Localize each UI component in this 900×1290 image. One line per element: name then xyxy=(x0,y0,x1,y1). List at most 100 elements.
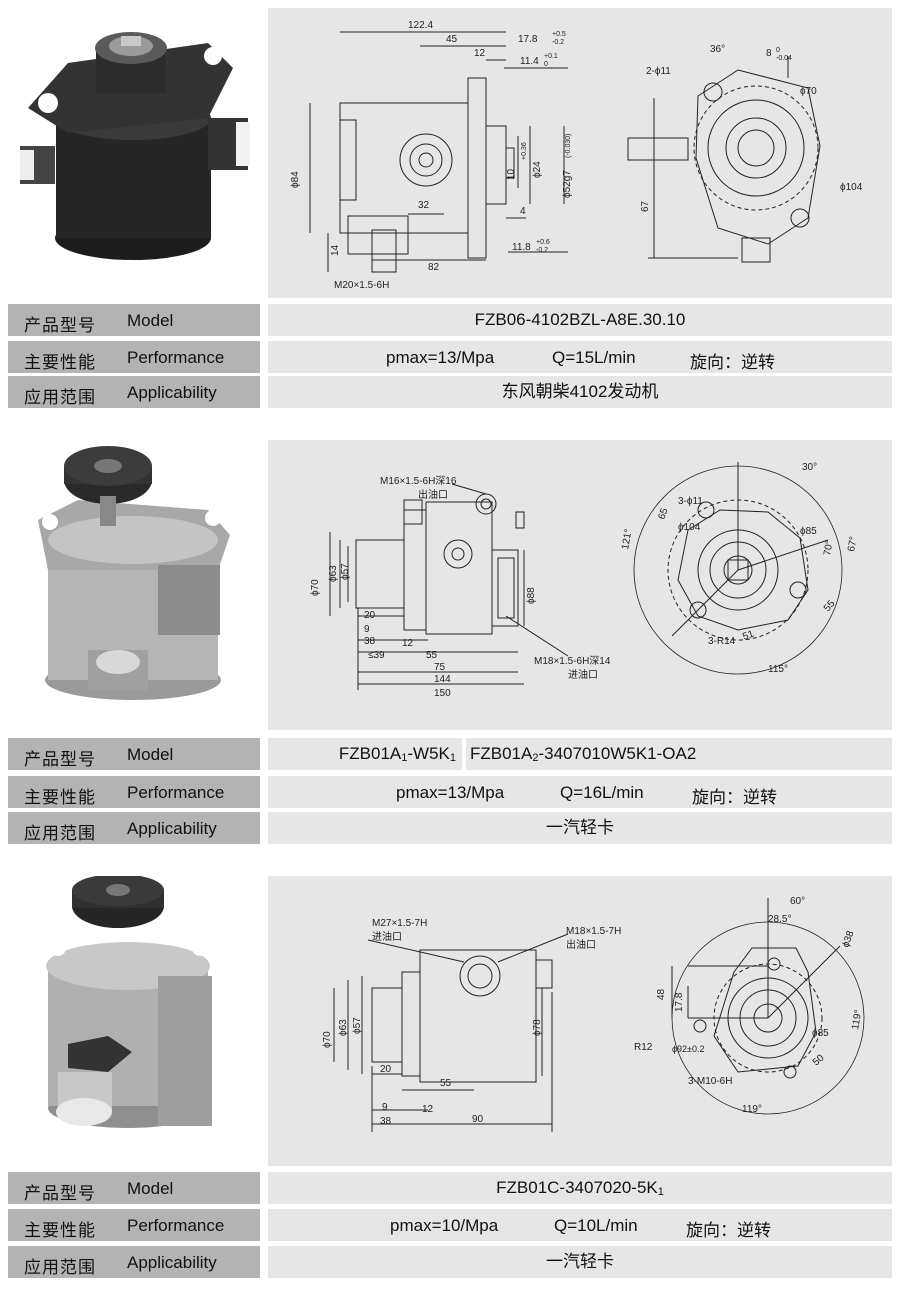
label-en: Applicability xyxy=(127,1253,217,1272)
dim-label: 119° xyxy=(850,1009,864,1031)
dim-label: 50 xyxy=(811,1052,827,1068)
dim-tolerance: -0.2 xyxy=(536,247,548,254)
rotation-value: 旋向：逆转 xyxy=(690,353,775,372)
dim-label: 11.8 xyxy=(512,242,531,253)
dim-label: ϕ70 xyxy=(800,86,817,97)
applicability-value: 一汽轻卡 xyxy=(268,1246,892,1278)
spec-label: 产品型号 Model xyxy=(8,1172,260,1204)
dim-label: ϕ104 xyxy=(678,522,701,533)
applicability-value: 东风朝柴4102发动机 xyxy=(268,376,892,408)
dim-tolerance: (-0.030) xyxy=(565,133,572,158)
dim-label: 8 xyxy=(766,48,772,59)
divider xyxy=(462,738,466,770)
dim-label: 67° xyxy=(846,536,859,553)
dim-label: ≤39 xyxy=(368,650,385,661)
dim-label: ϕ70 xyxy=(310,579,321,596)
dim-label: 75 xyxy=(434,662,446,673)
label-en: Performance xyxy=(127,348,225,367)
dim-label: M20×1.5-6H xyxy=(334,280,389,291)
dim-label: ϕ92±0.2 xyxy=(672,1044,705,1054)
dim-label: 70° xyxy=(822,540,835,557)
dim-label: 17.8 xyxy=(674,992,685,1012)
dim-tolerance: 0 xyxy=(544,61,548,68)
model-value: FZB01C-3407020-5K1 xyxy=(268,1172,892,1204)
dim-label: 51 xyxy=(741,629,756,643)
technical-drawing-2: M16×1.5-6H深16 出油口 ϕ70 ϕ63 ϕ57 ϕ88 20 9 3… xyxy=(268,440,892,730)
dim-label: 32 xyxy=(418,200,430,211)
spec-label: 应用范围 Applicability xyxy=(8,1246,260,1278)
dim-label: 121° xyxy=(620,528,634,550)
dim-label: 进油口 xyxy=(568,668,598,681)
rotation-value: 旋向：逆转 xyxy=(686,1221,771,1240)
dim-label: ϕ84 xyxy=(290,171,301,188)
technical-drawing-3: M27×1.5-7H 进油口 M18×1.5-7H 出油口 ϕ70 ϕ63 ϕ5… xyxy=(268,876,892,1166)
applicability-value: 一汽轻卡 xyxy=(268,812,892,844)
label-zh: 应用范围 xyxy=(24,1258,96,1277)
dim-label: ϕ63 xyxy=(328,565,339,582)
dim-label: 119° xyxy=(742,1104,762,1115)
pump-photo-1 xyxy=(8,8,260,298)
dim-label: 3-ϕ11 xyxy=(678,496,703,507)
flow-value: Q=10L/min xyxy=(554,1216,638,1235)
dim-label: 45 xyxy=(446,34,458,45)
dim-tolerance: -0.2 xyxy=(552,39,564,46)
spec-row-applicability: 应用范围 Applicability 东风朝柴4102发动机 xyxy=(8,376,892,408)
pump-photo-3 xyxy=(8,874,260,1166)
dim-tolerance: +0.1 xyxy=(544,53,558,60)
performance-value: pmax=10/Mpa Q=10L/min 旋向：逆转 xyxy=(268,1209,892,1241)
label-zh: 主要性能 xyxy=(24,788,96,807)
dim-label: ϕ85 xyxy=(812,1028,829,1039)
dim-label: 55 xyxy=(440,1078,452,1089)
spec-row-performance: 主要性能 Performance pmax=13/Mpa Q=16L/min 旋… xyxy=(8,776,892,808)
dim-label: 11.4 xyxy=(520,56,539,67)
label-zh: 主要性能 xyxy=(24,1221,96,1240)
dim-label: 12 xyxy=(402,638,414,649)
product-block-2: M16×1.5-6H深16 出油口 ϕ70 ϕ63 ϕ57 ϕ88 20 9 3… xyxy=(0,440,900,844)
dim-label: 30° xyxy=(802,462,817,473)
dim-label: 38 xyxy=(364,636,376,647)
spec-label: 应用范围 Applicability xyxy=(8,812,260,844)
spec-row-performance: 主要性能 Performance pmax=10/Mpa Q=10L/min 旋… xyxy=(8,1209,892,1241)
pmax-value: pmax=13/Mpa xyxy=(386,348,495,367)
label-zh: 产品型号 xyxy=(24,750,96,769)
dim-label: 28.5° xyxy=(768,914,791,925)
dim-label: ϕ88 xyxy=(526,587,537,604)
label-zh: 产品型号 xyxy=(24,316,96,335)
dim-label: 36° xyxy=(710,44,725,55)
label-zh: 产品型号 xyxy=(24,1184,96,1203)
dim-label: 3-R14 xyxy=(708,636,736,647)
label-en: Model xyxy=(127,311,174,330)
pmax-value: pmax=10/Mpa xyxy=(390,1216,499,1235)
dim-tolerance: +0.5 xyxy=(552,31,566,38)
dim-tolerance: +0.6 xyxy=(536,239,550,246)
dim-label: ϕ104 xyxy=(840,182,863,193)
model-value-a: FZB01A1-W5K1 xyxy=(268,738,462,770)
technical-drawing-1: 122.4 45 12 17.8 +0.5 -0.2 11.4 +0.1 0 ϕ… xyxy=(268,8,892,298)
label-en: Performance xyxy=(127,1216,225,1235)
dim-label: ϕ78 xyxy=(532,1019,543,1036)
performance-value: pmax=13/Mpa Q=16L/min 旋向：逆转 xyxy=(268,776,892,808)
dim-label: M27×1.5-7H xyxy=(372,918,427,929)
spec-row-model: 产品型号 Model FZB01C-3407020-5K1 xyxy=(8,1172,892,1204)
dim-label: ϕ85 xyxy=(800,526,817,537)
spec-label: 应用范围 Applicability xyxy=(8,376,260,408)
label-en: Applicability xyxy=(127,819,217,838)
spec-label: 产品型号 Model xyxy=(8,738,260,770)
dim-label: M16×1.5-6H深16 xyxy=(380,475,457,487)
dim-label: 38 xyxy=(380,1116,392,1127)
label-en: Applicability xyxy=(127,383,217,402)
dim-label: R12 xyxy=(634,1042,653,1053)
spec-row-model: 产品型号 Model FZB01A1-W5K1 FZB01A2-3407010W… xyxy=(8,738,892,770)
label-zh: 应用范围 xyxy=(24,824,96,843)
pmax-value: pmax=13/Mpa xyxy=(396,783,505,802)
label-en: Model xyxy=(127,745,174,764)
spec-label: 产品型号 Model xyxy=(8,304,260,336)
dim-label: 2-ϕ11 xyxy=(646,66,671,77)
dim-label: 55 xyxy=(822,598,838,614)
dim-label: 90 xyxy=(472,1114,484,1125)
dim-label: 9 xyxy=(382,1102,388,1113)
dim-label: ϕ38 xyxy=(840,929,856,949)
dim-label: 60° xyxy=(790,896,805,907)
dim-label: 9 xyxy=(364,624,370,635)
dim-label: M18×1.5-6H深14 xyxy=(534,655,611,667)
